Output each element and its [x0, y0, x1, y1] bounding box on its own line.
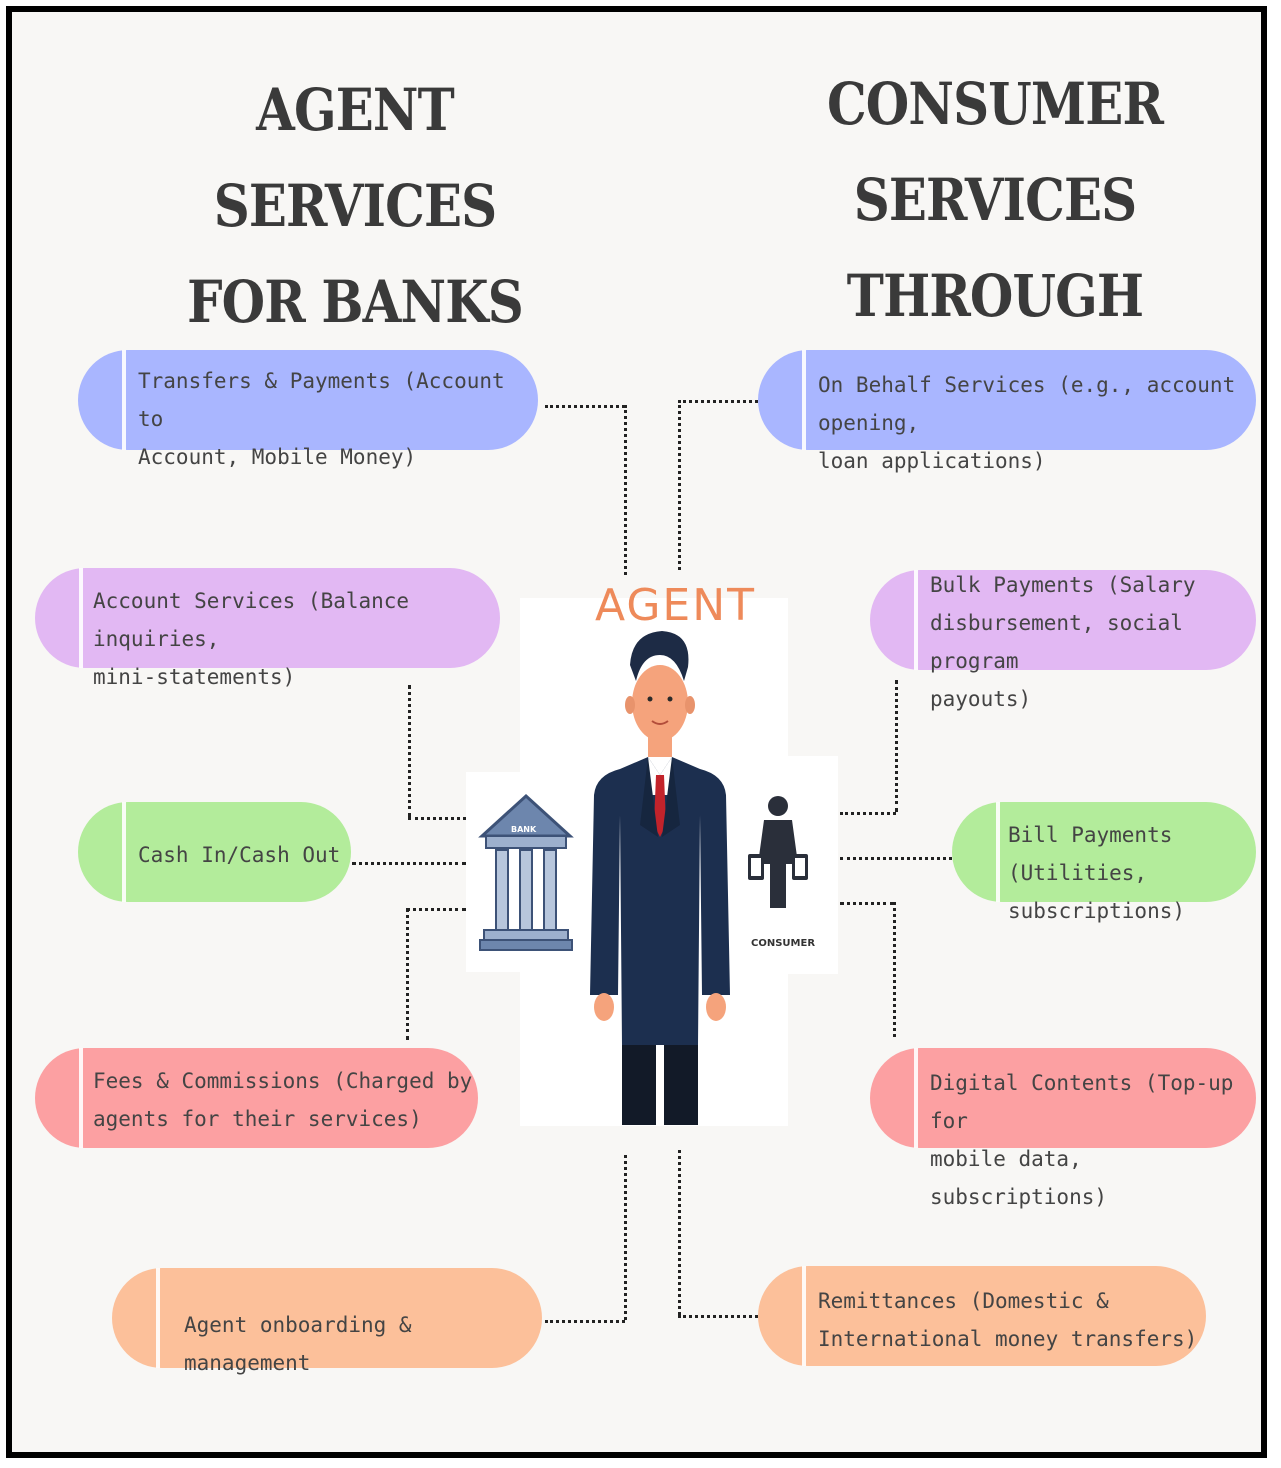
connector: [678, 400, 758, 403]
service-bill-payments: Bill Payments (Utilities, subscriptions): [952, 802, 1256, 923]
service-label: Bulk Payments (Salary disbursement, soci…: [930, 573, 1196, 711]
connector: [893, 902, 896, 1037]
connector: [624, 405, 627, 575]
service-label: Remittances (Domestic & International mo…: [818, 1289, 1198, 1351]
service-label: Transfers & Payments (Account to Account…: [138, 369, 505, 469]
service-account-services: Account Services (Balance inquiries, min…: [35, 568, 500, 689]
connector: [408, 817, 466, 820]
connector: [678, 1315, 758, 1318]
bank-label: BANK: [511, 825, 537, 834]
bank-icon: [478, 793, 574, 951]
heading-agent-services: AGENT SERVICES FOR BANKS: [144, 62, 565, 350]
service-transfers-payments: Transfers & Payments (Account to Account…: [78, 350, 538, 469]
service-bulk-payments: Bulk Payments (Salary disbursement, soci…: [870, 570, 1256, 711]
connector: [678, 1150, 681, 1315]
heading-right-line-1: CONSUMER SERVICES: [826, 70, 1164, 234]
heading-left-line-1: AGENT SERVICES: [213, 76, 497, 240]
consumer-icon: [748, 796, 808, 908]
service-remittances: Remittances (Domestic & International mo…: [758, 1266, 1206, 1366]
connector: [840, 812, 896, 815]
heading-left-line-2: FOR BANKS: [187, 268, 524, 336]
service-label: Bill Payments (Utilities, subscriptions): [1008, 823, 1186, 923]
connector: [352, 862, 466, 865]
connector: [406, 908, 409, 1040]
service-label: On Behalf Services (e.g., account openin…: [818, 373, 1236, 473]
connector: [624, 1155, 627, 1320]
connector: [408, 685, 411, 817]
service-fees-commissions: Fees & Commissions (Charged by agents fo…: [35, 1048, 478, 1148]
service-agent-onboarding: Agent onboarding & management: [112, 1268, 542, 1375]
service-on-behalf: On Behalf Services (e.g., account openin…: [758, 350, 1256, 473]
connector: [840, 857, 952, 860]
consumer-label: CONSUMER: [751, 938, 816, 949]
connector: [895, 680, 898, 812]
service-digital-contents: Digital Contents (Top-up for mobile data…: [870, 1048, 1256, 1209]
connector: [678, 400, 681, 570]
service-cash-in-out: Cash In/Cash Out: [78, 802, 351, 902]
connector: [545, 1320, 625, 1323]
service-label: Fees & Commissions (Charged by agents fo…: [93, 1069, 473, 1131]
connector: [406, 908, 466, 911]
connector: [840, 902, 894, 905]
connector: [545, 405, 625, 408]
service-label: Agent onboarding & management: [184, 1313, 412, 1375]
service-label: Cash In/Cash Out: [138, 843, 341, 867]
service-label: Account Services (Balance inquiries, min…: [93, 589, 410, 689]
service-label: Digital Contents (Top-up for mobile data…: [930, 1071, 1234, 1209]
agent-title: AGENT: [595, 580, 757, 631]
agent-figure-icon: [590, 631, 730, 1125]
